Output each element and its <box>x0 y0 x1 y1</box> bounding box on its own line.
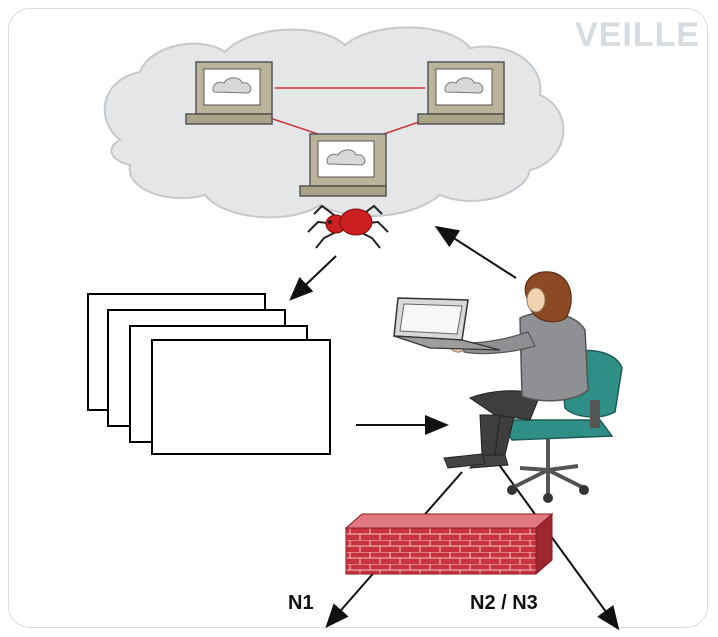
arrow-person-to-cloud <box>434 225 517 279</box>
arrow-to-n2-n3 <box>499 465 620 631</box>
spider-bot-icon <box>307 204 389 249</box>
person-at-laptop-icon <box>393 271 623 503</box>
diagram-title: VEILLE <box>574 16 700 54</box>
label-n1: N1 <box>288 592 314 614</box>
firewall-icon <box>344 512 554 576</box>
documents-stack-icon <box>87 293 331 455</box>
label-n2-n3: N2 / N3 <box>470 592 538 614</box>
arrow-spider-to-documents <box>289 255 337 301</box>
computer-icon <box>417 61 505 125</box>
computer-icon <box>185 61 273 125</box>
computer-icon <box>299 133 387 197</box>
